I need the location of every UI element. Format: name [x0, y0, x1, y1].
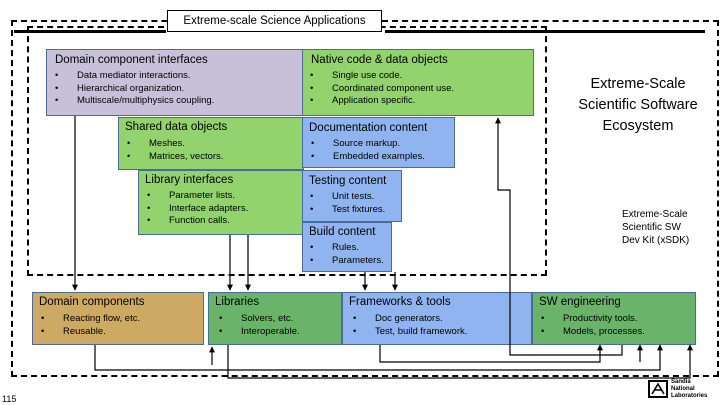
list-item: Application specific. — [310, 95, 454, 108]
sw-engineering-box: SW engineering Productivity tools. Model… — [532, 292, 696, 345]
sandia-logo — [648, 380, 668, 398]
testing-content-box: Testing content Unit tests. Test fixture… — [302, 170, 402, 222]
xsdk-label: Extreme-Scale Scientific SW Dev Kit (xSD… — [622, 209, 690, 246]
list-item: Interoperable. — [219, 326, 299, 339]
list-item: Interface adapters. — [147, 203, 248, 216]
frameworks-tools-list: Doc generators. Test, build framework. — [353, 313, 468, 339]
documentation-content-box: Documentation content Source markup. Emb… — [302, 117, 455, 168]
frameworks-tools-title: Frameworks & tools — [349, 296, 451, 308]
list-item: Test, build framework. — [353, 326, 468, 339]
list-item: Reacting flow, etc. — [41, 313, 140, 326]
domain-component-interfaces-title: Domain component interfaces — [55, 54, 208, 66]
library-interfaces-box: Library interfaces Parameter lists. Inte… — [138, 170, 304, 235]
app-title: Extreme-scale Science Applications — [183, 15, 366, 27]
top-rule-left — [14, 30, 166, 33]
list-item: Source markup. — [311, 138, 425, 151]
domain-components-title: Domain components — [39, 296, 145, 308]
sw-engineering-list: Productivity tools. Models, processes. — [541, 313, 645, 339]
list-item: Hierarchical organization. — [55, 83, 214, 96]
list-item: Unit tests. — [310, 191, 385, 204]
list-item: Meshes. — [127, 138, 223, 151]
list-item: Embedded examples. — [311, 151, 425, 164]
domain-components-box: Domain components Reacting flow, etc. Re… — [32, 292, 204, 345]
list-item: Test fixtures. — [310, 204, 385, 217]
list-item: Parameter lists. — [147, 190, 248, 203]
native-code-title: Native code & data objects — [311, 54, 448, 66]
list-item: Models, processes. — [541, 326, 645, 339]
library-interfaces-title: Library interfaces — [145, 174, 234, 186]
testing-content-title: Testing content — [309, 175, 387, 187]
logo-text: Sandia National Laboratories — [671, 379, 708, 399]
library-interfaces-list: Parameter lists. Interface adapters. Fun… — [147, 190, 248, 228]
slide-number: 115 — [2, 394, 17, 404]
ecosystem-title: Extreme-Scale Scientific Software Ecosys… — [578, 76, 698, 134]
app-title-box: Extreme-scale Science Applications — [167, 10, 382, 32]
domain-component-interfaces-list: Data mediator interactions. Hierarchical… — [55, 70, 214, 108]
list-item: Data mediator interactions. — [55, 70, 214, 83]
frameworks-tools-box: Frameworks & tools Doc generators. Test,… — [342, 292, 532, 345]
native-code-list: Single use code. Coordinated component u… — [310, 70, 454, 108]
list-item: Solvers, etc. — [219, 313, 300, 326]
libraries-list: Solvers, etc. Interoperable. — [219, 313, 300, 339]
build-content-title: Build content — [309, 226, 376, 238]
list-item: Matrices, vectors. — [127, 151, 224, 164]
sw-engineering-title: SW engineering — [539, 296, 621, 308]
domain-component-interfaces-box: Domain component interfaces Data mediato… — [46, 49, 304, 116]
list-item: Doc generators. — [353, 313, 467, 326]
list-item: Function calls. — [147, 215, 248, 228]
build-content-list: Rules. Parameters. — [310, 242, 384, 268]
shared-data-objects-title: Shared data objects — [125, 121, 228, 133]
native-code-box: Native code & data objects Single use co… — [302, 49, 534, 116]
libraries-box: Libraries Solvers, etc. Interoperable. — [208, 292, 342, 345]
build-content-box: Build content Rules. Parameters. — [302, 222, 392, 272]
documentation-content-title: Documentation content — [309, 122, 428, 134]
documentation-content-list: Source markup. Embedded examples. — [311, 138, 425, 164]
top-rule-right — [385, 30, 705, 33]
list-item: Single use code. — [310, 70, 454, 83]
libraries-title: Libraries — [215, 296, 260, 308]
list-item: Coordinated component use. — [310, 83, 454, 96]
list-item: Parameters. — [310, 255, 384, 268]
list-item: Productivity tools. — [541, 313, 645, 326]
testing-content-list: Unit tests. Test fixtures. — [310, 191, 385, 217]
shared-data-objects-list: Meshes. Matrices, vectors. — [127, 138, 224, 164]
list-item: Multiscale/multiphysics coupling. — [55, 95, 214, 108]
list-item: Rules. — [310, 242, 384, 255]
domain-components-list: Reacting flow, etc. Reusable. — [41, 313, 140, 339]
list-item: Reusable. — [41, 326, 140, 339]
sandia-thunderbird-icon — [651, 382, 665, 395]
shared-data-objects-box: Shared data objects Meshes. Matrices, ve… — [118, 117, 304, 170]
